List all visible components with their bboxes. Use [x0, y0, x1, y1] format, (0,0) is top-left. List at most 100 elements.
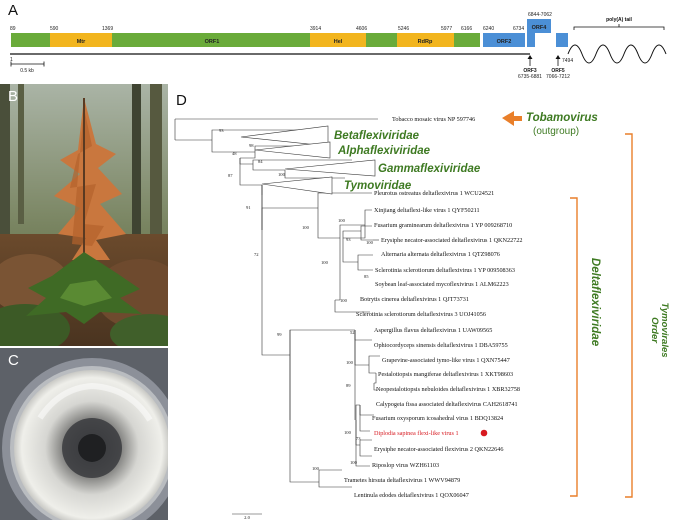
- rdrp-label: RdRp: [418, 39, 433, 45]
- panel-label-c: C: [8, 352, 19, 369]
- leaf-label: Calypogeia fissa associated deltaflexivi…: [376, 401, 518, 408]
- panel-label-a: A: [8, 2, 19, 19]
- orf2-label: ORF2: [497, 39, 512, 45]
- leaf-label: Fusarium graminearum deltaflexivirus 1 Y…: [374, 222, 512, 229]
- leaf-label: Pestalotiopsis mangiferae deltaflexiviru…: [378, 371, 513, 378]
- outgroup-leaf-label: Tobacco mosaic virus NP 597746: [392, 116, 475, 123]
- polya-bracket: [573, 26, 665, 30]
- tymoviridae-clade: [261, 176, 333, 195]
- betaflexiviridae-label: Betaflexiviridae: [334, 130, 420, 142]
- leaf-label: Fusarium oxysporum icosahedral virus 1 B…: [372, 415, 503, 422]
- alphaflexiviridae-clade: [254, 141, 331, 159]
- leaf-label: Lentinula edodes deltaflexivirus 1 QOX06…: [354, 492, 469, 499]
- pos-590: 590: [50, 26, 59, 32]
- orf4-segment: [527, 19, 551, 33]
- highlighted-leaf-label: Diplodia sapinea flexi-like virus 1: [374, 430, 459, 437]
- leaf-label: Grapevine-associated tymo-like virus 1 Q…: [382, 357, 510, 364]
- tymovirales-bracket: [625, 133, 633, 498]
- leaf-label: Erysiphe necator-associated deltaflexivi…: [381, 237, 522, 244]
- bootstrap-84: 84: [258, 159, 263, 164]
- orf3-range: 6735-6881: [518, 74, 542, 80]
- genome-map: Mtr ORF1 Hel RdRp ORF2 ORF4 89 590 1369 …: [10, 12, 667, 80]
- polya-label: poly(A) tail: [606, 17, 632, 23]
- bootstrap-100-j: 100: [312, 466, 320, 471]
- bootstrap-99: 99: [277, 332, 282, 337]
- bootstrap-85: 85: [364, 274, 369, 279]
- orf5-range: 7066-7212: [546, 74, 570, 80]
- highlight-marker-icon: [480, 429, 488, 437]
- bootstrap-100-g: 100: [346, 360, 354, 365]
- leaf-label: Riposlop virus WZH61103: [372, 462, 439, 469]
- mtr-domain: [50, 33, 112, 47]
- orf5-arrow-head: [555, 55, 561, 59]
- leaf-label: Soybean leaf-associated mycoflexivirus 1…: [375, 281, 509, 288]
- outgroup-note: (outgroup): [533, 126, 579, 137]
- rdrp-domain: [397, 33, 454, 47]
- bootstrap-73: 73: [356, 436, 361, 441]
- order-label-line2: Tymovirales: [659, 302, 670, 357]
- orf1-tail-segment: [454, 33, 480, 47]
- leaf-label: Trametes hirsuta deltaflexivirus 1 WWV94…: [344, 477, 460, 484]
- bootstrap-93-b: 93: [346, 237, 351, 242]
- pos-3914: 3914: [310, 26, 321, 32]
- orf3-segment: [527, 33, 535, 47]
- bootstrap-100-i: 100: [350, 460, 358, 465]
- bootstrap-87: 87: [228, 173, 233, 178]
- orf4-label: ORF4: [532, 25, 548, 31]
- order-label-line1: Order: [649, 317, 660, 344]
- bootstrap-100-d: 100: [366, 240, 374, 245]
- pos-4606: 4606: [356, 26, 367, 32]
- pos-6240: 6240: [483, 26, 494, 32]
- leaf-label: Botrytis cinerea deltaflexivirus 1 QJT73…: [360, 296, 469, 303]
- leaf-label: Ophiocordyceps sinensis deltaflexivirus …: [374, 342, 508, 349]
- leaf-label: Pleurotus ostreatus deltaflexivirus 1 WC…: [374, 190, 494, 197]
- alphaflexiviridae-label: Alphaflexiviridae: [337, 145, 431, 157]
- leaf-label: Aspergillus flavus deltaflexivirus 1 UAW…: [374, 327, 492, 334]
- pos-5246: 5246: [398, 26, 409, 32]
- leaf-label: Sclerotinia sclerotiorum deltaflexivirus…: [375, 267, 515, 274]
- bootstrap-89: 89: [346, 383, 351, 388]
- orf1-label: ORF1: [205, 39, 220, 45]
- gammaflexiviridae-clade: [284, 159, 376, 177]
- leaf-label: Alternaria alternata deltaflexivirus 1 Q…: [381, 251, 500, 258]
- bootstrap-100-a: 100: [278, 172, 286, 177]
- bootstrap-100-h: 100: [344, 430, 352, 435]
- tree-branches: [174, 118, 380, 488]
- tree-scale-label: 2.0: [244, 515, 250, 520]
- mtr-label: Mtr: [77, 39, 86, 45]
- orf5-segment: [556, 33, 568, 47]
- bootstrap-100-c: 100: [338, 218, 346, 223]
- outgroup-arrow: [502, 111, 522, 126]
- deltaflexiviridae-bracket: [570, 197, 578, 497]
- orf5-label: ORF5: [551, 68, 565, 74]
- bootstrap-100-e: 100: [321, 260, 329, 265]
- gammaflexiviridae-label: Gammaflexiviridae: [378, 163, 481, 175]
- pos-6166: 6166: [461, 26, 472, 32]
- betaflexiviridae-clade: [240, 125, 329, 147]
- pine-tree-photo: [0, 84, 168, 346]
- bootstrap-91: 91: [246, 205, 251, 210]
- leaf-label: Sclerotinia sclerotiorum deltaflexivirus…: [356, 311, 486, 318]
- pos-89: 89: [10, 26, 16, 32]
- orf3-arrow-head: [527, 55, 533, 59]
- petri-dish-photo: [0, 348, 168, 520]
- hel-label: Hel: [334, 39, 343, 45]
- deltaflexiviridae-label: Deltaflexiviridae: [589, 258, 601, 347]
- bootstrap-93: 93: [219, 128, 224, 133]
- bootstrap-100-f: 100: [340, 298, 348, 303]
- tobamovirus-label: Tobamovirus: [526, 112, 598, 124]
- hel-domain: [310, 33, 366, 47]
- panel-label-d: D: [176, 92, 187, 109]
- pos-1: 1: [10, 57, 13, 63]
- bootstrap-48: 48: [232, 151, 237, 156]
- pos-6844-7062: 6844-7062: [528, 12, 552, 18]
- bootstrap-72: 72: [254, 252, 259, 257]
- bootstrap-52: 52: [350, 330, 355, 335]
- bootstrap-100-b: 100: [302, 225, 310, 230]
- orf3-label: ORF3: [523, 68, 537, 74]
- leaf-label: Xinjiang deltaflexi-like virus 1 QYF5021…: [374, 207, 480, 214]
- leaf-label: Erysiphe necator-associated flexivirus 2…: [374, 446, 503, 453]
- polya-wave: [567, 44, 667, 64]
- pos-6734: 6734: [513, 26, 524, 32]
- leaf-label: Neopestalotiopsis nebuloides deltaflexiv…: [376, 386, 520, 393]
